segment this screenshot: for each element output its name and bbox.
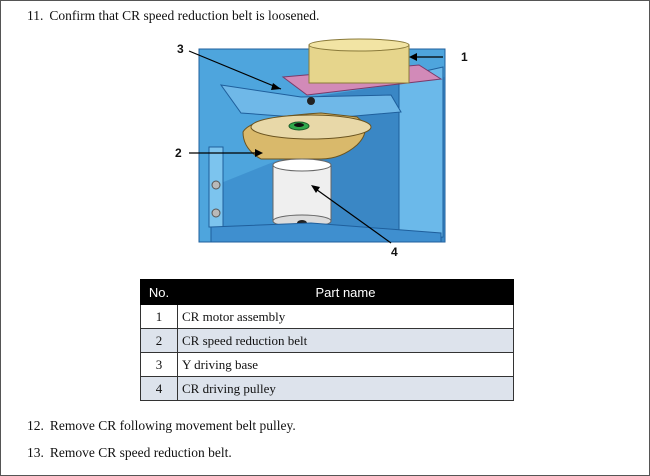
parts-illustration: 3 2 1 4 [151, 37, 481, 267]
cell-no: 2 [140, 328, 178, 353]
cell-no: 3 [140, 352, 178, 377]
table-row: 1 CR motor assembly [140, 304, 514, 329]
cell-part-name: CR speed reduction belt [177, 328, 514, 353]
cell-no: 4 [140, 376, 178, 401]
mechanism-drawing [188, 38, 446, 244]
callout-2: 2 [175, 146, 182, 160]
step-number: 12. [27, 418, 44, 433]
step-11: 11. Confirm that CR speed reduction belt … [27, 8, 319, 24]
cell-part-name: CR driving pulley [177, 376, 514, 401]
table-header-row: No. Part name [140, 279, 514, 305]
table-row: 3 Y driving base [140, 352, 514, 377]
cell-no: 1 [140, 304, 178, 329]
header-part-name: Part name [177, 279, 514, 305]
callout-1: 1 [461, 50, 468, 64]
callout-4: 4 [391, 245, 398, 259]
leader-line-4 [312, 186, 392, 244]
table-row: 2 CR speed reduction belt [140, 328, 514, 353]
step-text: Remove CR speed reduction belt. [49, 445, 232, 460]
cell-part-name: CR motor assembly [177, 304, 514, 329]
leader-line-3 [188, 50, 282, 90]
cell-part-name: Y driving base [177, 352, 514, 377]
step-text: Remove CR following movement belt pulley… [49, 418, 296, 433]
step-13: 13. Remove CR speed reduction belt. [27, 445, 232, 461]
table-row: 4 CR driving pulley [140, 376, 514, 401]
step-12: 12. Remove CR following movement belt pul… [27, 418, 296, 434]
callout-3: 3 [177, 42, 184, 56]
step-number: 11. [27, 8, 44, 23]
header-no: No. [140, 279, 178, 305]
parts-table: No. Part name 1 CR motor assembly 2 CR s… [140, 279, 514, 401]
step-text: Confirm that CR speed reduction belt is … [49, 8, 320, 23]
step-number: 13. [27, 445, 44, 460]
